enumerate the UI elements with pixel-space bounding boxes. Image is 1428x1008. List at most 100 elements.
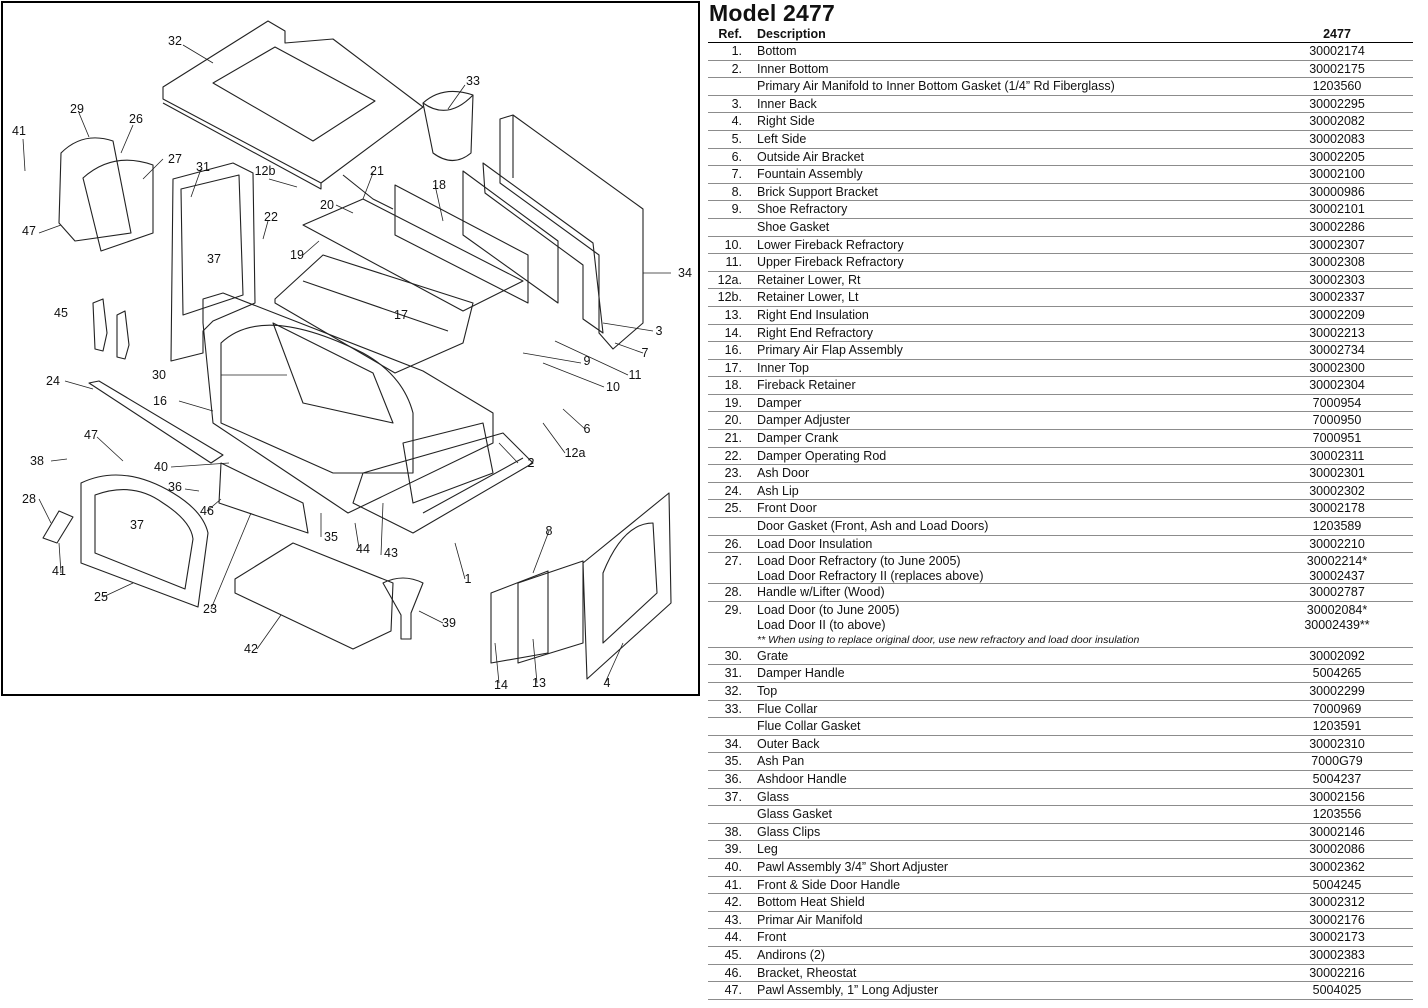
part-ref: 36. xyxy=(724,771,742,786)
part-ref: 17. xyxy=(724,360,742,375)
part-description: Glass Clips xyxy=(757,825,1257,840)
part-number-line: 30002383 xyxy=(1309,947,1365,962)
callout-number: 45 xyxy=(54,306,68,320)
part-number-line: 30002178 xyxy=(1309,501,1365,516)
part-number: 7000969 xyxy=(1264,702,1410,717)
part-description-line: Load Door II (to above) xyxy=(757,617,886,632)
parts-row: Primary Air Manifold to Inner Bottom Gas… xyxy=(708,78,1413,96)
part-description-line: Fireback Retainer xyxy=(757,378,856,393)
part-description-line: Load Door Insulation xyxy=(757,536,873,551)
inner-back xyxy=(482,162,604,334)
part-number: 30002175 xyxy=(1264,62,1410,77)
part-number: 30000986 xyxy=(1264,185,1410,200)
part-description: Inner Bottom xyxy=(757,62,1257,77)
load-door-refractory xyxy=(82,159,154,252)
part-number: 30002310 xyxy=(1264,737,1410,752)
part-ref: 20. xyxy=(724,413,742,428)
part-number: 30002101 xyxy=(1264,202,1410,217)
part-description-line: Right Side xyxy=(757,114,815,129)
left-side-window xyxy=(180,174,244,316)
part-number: 30002312 xyxy=(1264,895,1410,910)
part-number-line: 30002308 xyxy=(1309,255,1365,270)
part-number: 30002299 xyxy=(1264,684,1410,699)
callout-number: 41 xyxy=(52,564,66,578)
part-description: Leg xyxy=(757,842,1257,857)
andiron-left xyxy=(92,298,108,352)
callout-number: 16 xyxy=(153,394,167,408)
part-number-line: 30002176 xyxy=(1309,912,1365,927)
part-number: 30002307 xyxy=(1264,238,1410,253)
part-number-line: 30002210 xyxy=(1309,536,1365,551)
part-number-line: 30002299 xyxy=(1309,684,1365,698)
header-description: Description xyxy=(757,27,826,41)
header-ref: Ref. xyxy=(718,27,742,41)
part-ref: 4. xyxy=(731,114,742,129)
top-plate xyxy=(162,20,424,190)
part-ref: 34. xyxy=(724,736,742,751)
part-ref: 19. xyxy=(724,395,742,410)
part-description-line: Ashdoor Handle xyxy=(757,771,847,786)
part-number-line: 30002156 xyxy=(1309,789,1365,804)
callout-number: 36 xyxy=(168,480,182,494)
part-number: 1203560 xyxy=(1264,79,1410,94)
part-number-line: 30002437 xyxy=(1309,569,1365,584)
callout-number: 2 xyxy=(528,456,535,470)
part-number-line: 30000986 xyxy=(1309,184,1365,199)
part-description: Fireback Retainer xyxy=(757,378,1257,393)
part-number-line: 30002174 xyxy=(1309,44,1365,58)
part-number-line: 5004025 xyxy=(1312,983,1362,998)
part-number: 30002176 xyxy=(1264,913,1410,928)
part-number: 30002086 xyxy=(1264,842,1410,857)
part-description-line: Glass Clips xyxy=(757,824,821,839)
part-number-line: 30002303 xyxy=(1309,272,1365,287)
callout-number: 13 xyxy=(532,676,546,690)
fireback-upper xyxy=(462,170,559,304)
part-number-line: 30002101 xyxy=(1309,202,1365,217)
callout-number: 19 xyxy=(290,248,304,262)
part-ref: 16. xyxy=(724,343,742,358)
callout-number: 10 xyxy=(606,380,620,394)
left-side xyxy=(170,162,256,362)
part-number-line: 5004237 xyxy=(1312,771,1362,786)
part-note: ** When using to replace original door, … xyxy=(757,633,1140,646)
part-ref: 35. xyxy=(724,754,742,769)
part-number-line: 5004265 xyxy=(1312,666,1362,681)
andiron-right xyxy=(116,310,130,360)
part-number-line: 30002100 xyxy=(1309,167,1365,182)
part-ref: 45. xyxy=(724,947,742,962)
part-number-line: 1203591 xyxy=(1312,719,1362,734)
part-number: 30002205 xyxy=(1264,150,1410,165)
part-ref: 5. xyxy=(731,131,742,146)
callout-number: 32 xyxy=(168,34,182,48)
part-number: 7000954 xyxy=(1264,396,1410,411)
part-number: 30002082 xyxy=(1264,114,1410,129)
part-ref: 18. xyxy=(724,378,742,393)
part-number: 30002302 xyxy=(1264,484,1410,499)
part-ref: 8. xyxy=(731,184,742,199)
part-description-line: Primary Air Manifold to Inner Bottom Gas… xyxy=(757,79,1115,94)
part-description: Left Side xyxy=(757,132,1257,147)
part-description: Load Door Refractory (to June 2005)Load … xyxy=(757,554,1257,584)
part-number: 30002308 xyxy=(1264,255,1410,270)
part-description-line: Flue Collar Gasket xyxy=(757,719,861,734)
part-description: Right End Refractory xyxy=(757,326,1257,341)
part-number: 30002209 xyxy=(1264,308,1410,323)
part-description: Flue Collar xyxy=(757,702,1257,717)
primary-air-manifold xyxy=(402,422,494,504)
part-ref: 37. xyxy=(724,789,742,804)
callout-number: 31 xyxy=(196,160,210,174)
leader-lines xyxy=(22,44,671,684)
